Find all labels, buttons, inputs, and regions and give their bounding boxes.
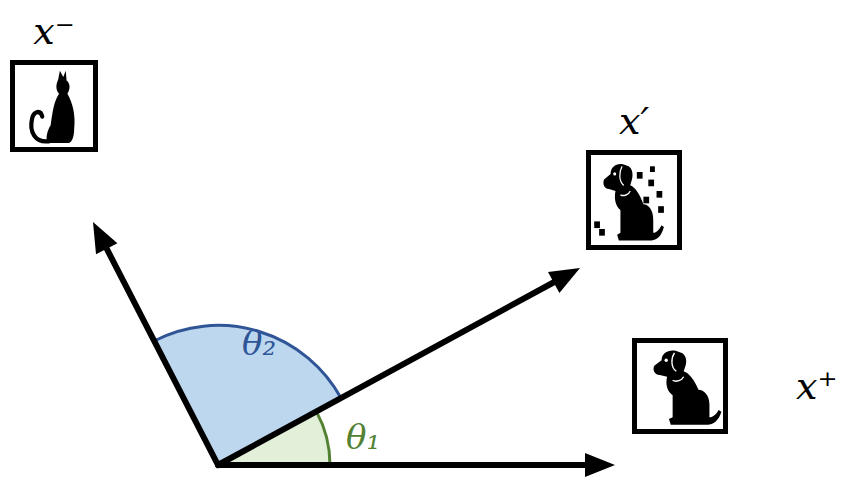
angle-label: θ₁ — [346, 420, 380, 454]
image-box: x⁺ — [632, 338, 728, 434]
vector-line — [218, 280, 558, 465]
dog-picture — [654, 351, 722, 425]
vector-label: x⁺ — [796, 367, 838, 405]
vector-label: x⁻ — [33, 12, 75, 50]
cat-picture — [31, 71, 74, 143]
arrow-head — [585, 453, 615, 477]
angle-label: θ₂ — [242, 326, 276, 360]
vector-line — [104, 244, 218, 465]
arrow-head — [548, 268, 580, 293]
arrow-head — [93, 222, 117, 254]
image-box: x⁻ — [10, 60, 98, 152]
vector-line — [218, 462, 590, 468]
image-box: x′ — [586, 150, 682, 250]
noisy-dog-picture — [594, 164, 664, 240]
angle-arc — [316, 411, 330, 465]
vector-label: x′ — [619, 102, 649, 140]
angle-arc — [154, 325, 341, 398]
